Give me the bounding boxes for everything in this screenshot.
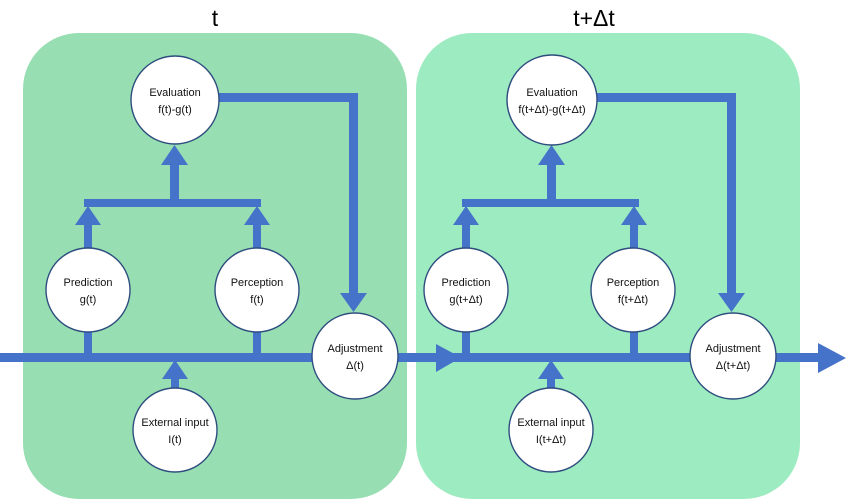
- node-adjustment-t: Adjustment Δ(t): [311, 312, 399, 400]
- node-evaluation-t: Evaluation f(t)-g(t): [130, 55, 220, 145]
- node-perception-t: Perception f(t): [214, 247, 300, 333]
- panel-timestep-t: [23, 33, 407, 499]
- node-external-input-t: External input I(t): [132, 387, 218, 473]
- prediction-circle-t-plus-dt: [423, 247, 509, 333]
- node-prediction-t: Prediction g(t): [45, 247, 131, 333]
- perception-circle-t-plus-dt: [590, 247, 676, 333]
- timeline-arrow: [0, 343, 846, 373]
- feedback-line-horizontal-t: [219, 93, 358, 102]
- prediction-branch-shaft-t-plus-dt: [462, 223, 470, 249]
- prediction-formula-t: g(t): [80, 294, 97, 306]
- external-input-label-t: External input: [141, 417, 208, 429]
- perception-circle-t: [214, 247, 300, 333]
- external-input-shaft-t: [171, 377, 179, 388]
- feedback-line-horizontal-t-plus-dt: [595, 93, 736, 102]
- perception-timeline-link-t-plus-dt: [630, 330, 638, 355]
- external-input-circle-t: [132, 387, 218, 473]
- perception-branch-shaft-t: [253, 223, 261, 249]
- node-external-input-t-plus-dt: External input I(t+Δt): [508, 387, 594, 473]
- panel-title-t-plus-dt: t+Δt: [573, 5, 615, 31]
- perception-branch-arrowhead-t-plus-dt: [621, 206, 647, 225]
- adjustment-circle-t-plus-dt: [689, 312, 777, 400]
- external-input-formula-t-plus-dt: I(t+Δt): [536, 434, 566, 446]
- merge-center-arrowhead-up-t-plus-dt: [538, 145, 565, 165]
- feedback-arrowhead-down-t: [340, 293, 367, 312]
- prediction-formula-t-plus-dt: g(t+Δt): [449, 294, 482, 306]
- prediction-branch-arrowhead-t-plus-dt: [453, 206, 479, 225]
- perception-formula-t-plus-dt: f(t+Δt): [618, 294, 648, 306]
- panel-title-t: t: [212, 5, 219, 31]
- external-input-arrowhead-t: [162, 360, 188, 379]
- feedback-line-vertical-t: [349, 93, 358, 294]
- evaluation-circle-t: [130, 55, 220, 145]
- adjustment-formula-t-plus-dt: Δ(t+Δt): [716, 360, 751, 372]
- timeline-shaft: [0, 353, 820, 362]
- prediction-timeline-link-t-plus-dt: [462, 330, 470, 355]
- evaluation-formula-t-plus-dt: f(t+Δt)-g(t+Δt): [518, 104, 585, 116]
- adjustment-circle-t: [311, 312, 399, 400]
- evaluation-circle-t-plus-dt: [506, 54, 598, 146]
- connectors-right-panel: [453, 93, 745, 388]
- node-prediction-t-plus-dt: Prediction g(t+Δt): [423, 247, 509, 333]
- external-input-label-t-plus-dt: External input: [517, 417, 584, 429]
- adjustment-formula-t: Δ(t): [346, 360, 364, 372]
- external-input-shaft-t-plus-dt: [547, 377, 555, 388]
- prediction-timeline-link-t: [84, 330, 92, 355]
- prediction-label-t-plus-dt: Prediction: [442, 277, 491, 289]
- perception-branch-arrowhead-t: [244, 206, 270, 225]
- merge-center-arrowhead-up-t: [161, 145, 188, 165]
- evaluation-label-t: Evaluation: [149, 87, 200, 99]
- timeline-end-arrowhead: [818, 343, 846, 373]
- external-input-arrowhead-t-plus-dt: [538, 360, 564, 379]
- adjustment-label-t: Adjustment: [327, 343, 382, 355]
- node-evaluation-t-plus-dt: Evaluation f(t+Δt)-g(t+Δt): [506, 54, 598, 146]
- perception-label-t-plus-dt: Perception: [607, 277, 660, 289]
- external-input-formula-t: I(t): [168, 434, 181, 446]
- node-perception-t-plus-dt: Perception f(t+Δt): [590, 247, 676, 333]
- adjustment-label-t-plus-dt: Adjustment: [705, 343, 760, 355]
- perception-timeline-link-t: [253, 330, 261, 355]
- merge-center-shaft-t: [170, 164, 179, 204]
- perception-branch-shaft-t-plus-dt: [630, 223, 638, 249]
- feedback-line-vertical-t-plus-dt: [727, 93, 736, 294]
- perception-label-t: Perception: [231, 277, 284, 289]
- evaluation-label-t-plus-dt: Evaluation: [526, 87, 577, 99]
- external-input-circle-t-plus-dt: [508, 387, 594, 473]
- perception-formula-t: f(t): [250, 294, 263, 306]
- timeline-mid-arrowhead: [436, 344, 461, 372]
- prediction-circle-t: [45, 247, 131, 333]
- feedback-arrowhead-down-t-plus-dt: [718, 293, 745, 312]
- merge-center-shaft-t-plus-dt: [547, 164, 556, 204]
- node-adjustment-t-plus-dt: Adjustment Δ(t+Δt): [689, 312, 777, 400]
- prediction-label-t: Prediction: [64, 277, 113, 289]
- prediction-branch-shaft-t: [84, 223, 92, 249]
- prediction-branch-arrowhead-t: [75, 206, 101, 225]
- evaluation-formula-t: f(t)-g(t): [158, 104, 192, 116]
- connectors-left-panel: [75, 93, 367, 388]
